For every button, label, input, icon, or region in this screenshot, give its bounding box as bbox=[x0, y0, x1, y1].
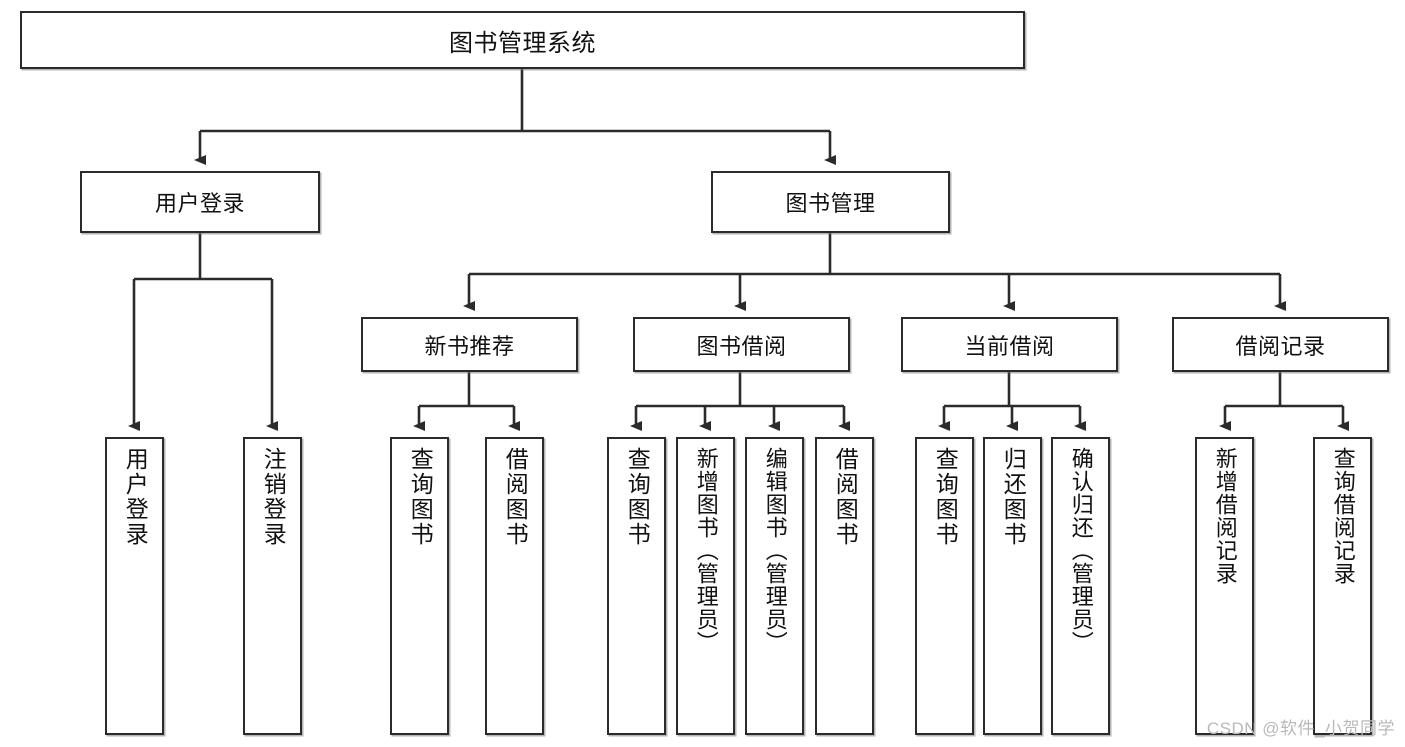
leaf-add-book-admin[interactable]: 新增图书（管理员） bbox=[676, 437, 735, 735]
leaf-query-book-current[interactable]: 查询图书 bbox=[915, 437, 974, 735]
node-label: 借阅记录 bbox=[1235, 333, 1326, 359]
node-label: 新书推荐 bbox=[424, 333, 515, 359]
node-label: 用户登录 bbox=[122, 447, 149, 547]
node-label: 新增借阅记录 bbox=[1212, 447, 1238, 585]
node-label: 确认归还（管理员） bbox=[1068, 447, 1094, 654]
node-label: 图书管理 bbox=[785, 191, 876, 216]
node-label: 当前借阅 bbox=[964, 333, 1055, 359]
leaf-add-borrow-record[interactable]: 新增借阅记录 bbox=[1195, 437, 1254, 735]
node-label: 新增图书（管理员） bbox=[693, 447, 719, 654]
leaf-confirm-return-admin[interactable]: 确认归还（管理员） bbox=[1051, 437, 1110, 735]
node-label: 图书借阅 bbox=[696, 333, 787, 359]
node-borrow-records[interactable]: 借阅记录 bbox=[1172, 317, 1389, 372]
leaf-return-book[interactable]: 归还图书 bbox=[983, 437, 1042, 735]
node-book-borrow[interactable]: 图书借阅 bbox=[633, 317, 850, 372]
leaf-user-logout[interactable]: 注销登录 bbox=[243, 437, 302, 735]
node-label: 编辑图书（管理员） bbox=[762, 447, 788, 654]
node-label: 注销登录 bbox=[260, 447, 287, 547]
node-label: 归还图书 bbox=[1000, 447, 1027, 547]
node-label: 查询借阅记录 bbox=[1330, 447, 1356, 585]
node-label: 图书管理系统 bbox=[449, 29, 596, 57]
node-book-management[interactable]: 图书管理 bbox=[711, 171, 950, 233]
leaf-query-book-borrow[interactable]: 查询图书 bbox=[607, 437, 666, 735]
csdn-watermark: CSDN @软件_小贺同学 bbox=[1206, 719, 1395, 738]
leaf-edit-book-admin[interactable]: 编辑图书（管理员） bbox=[745, 437, 804, 735]
node-label: 查询图书 bbox=[624, 447, 651, 547]
node-label: 用户登录 bbox=[154, 191, 245, 216]
node-label: 查询图书 bbox=[932, 447, 959, 547]
node-book-management-system[interactable]: 图书管理系统 bbox=[20, 11, 1025, 69]
node-label: 查询图书 bbox=[407, 447, 434, 547]
node-label: 借阅图书 bbox=[502, 447, 529, 547]
leaf-user-login[interactable]: 用户登录 bbox=[105, 437, 164, 735]
leaf-borrow-book-recommend[interactable]: 借阅图书 bbox=[485, 437, 544, 735]
node-user-login[interactable]: 用户登录 bbox=[80, 171, 320, 233]
node-current-borrow[interactable]: 当前借阅 bbox=[901, 317, 1118, 372]
leaf-query-book-recommend[interactable]: 查询图书 bbox=[390, 437, 449, 735]
leaf-query-borrow-record[interactable]: 查询借阅记录 bbox=[1313, 437, 1372, 735]
node-new-book-recommend[interactable]: 新书推荐 bbox=[361, 317, 578, 372]
node-label: 借阅图书 bbox=[832, 447, 859, 547]
leaf-borrow-book[interactable]: 借阅图书 bbox=[815, 437, 874, 735]
